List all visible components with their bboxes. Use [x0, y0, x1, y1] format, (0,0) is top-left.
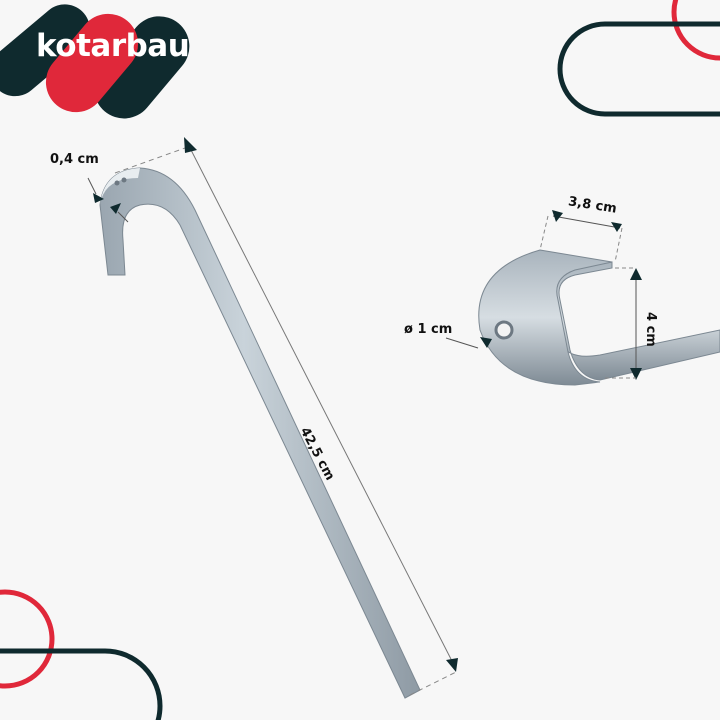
- decor-top-right: [557, 0, 720, 117]
- brand-logo: kotarbau: [36, 28, 190, 64]
- hole-diameter-dimension: [445, 337, 492, 349]
- hook-detail-image: [478, 249, 720, 386]
- hole-diameter-label: ø 1 cm: [404, 322, 453, 337]
- hook-height-dimension: [605, 267, 642, 380]
- stake-image: [99, 167, 421, 699]
- logo-mark: [0, 4, 190, 119]
- thickness-label: 0,4 cm: [50, 152, 99, 167]
- decor-bottom-left: [0, 589, 163, 720]
- thickness-dimension: [87, 177, 129, 223]
- hook-height-label: 4 cm: [643, 312, 658, 347]
- hook-width-dimension: [539, 210, 623, 263]
- length-dimension: [114, 137, 458, 696]
